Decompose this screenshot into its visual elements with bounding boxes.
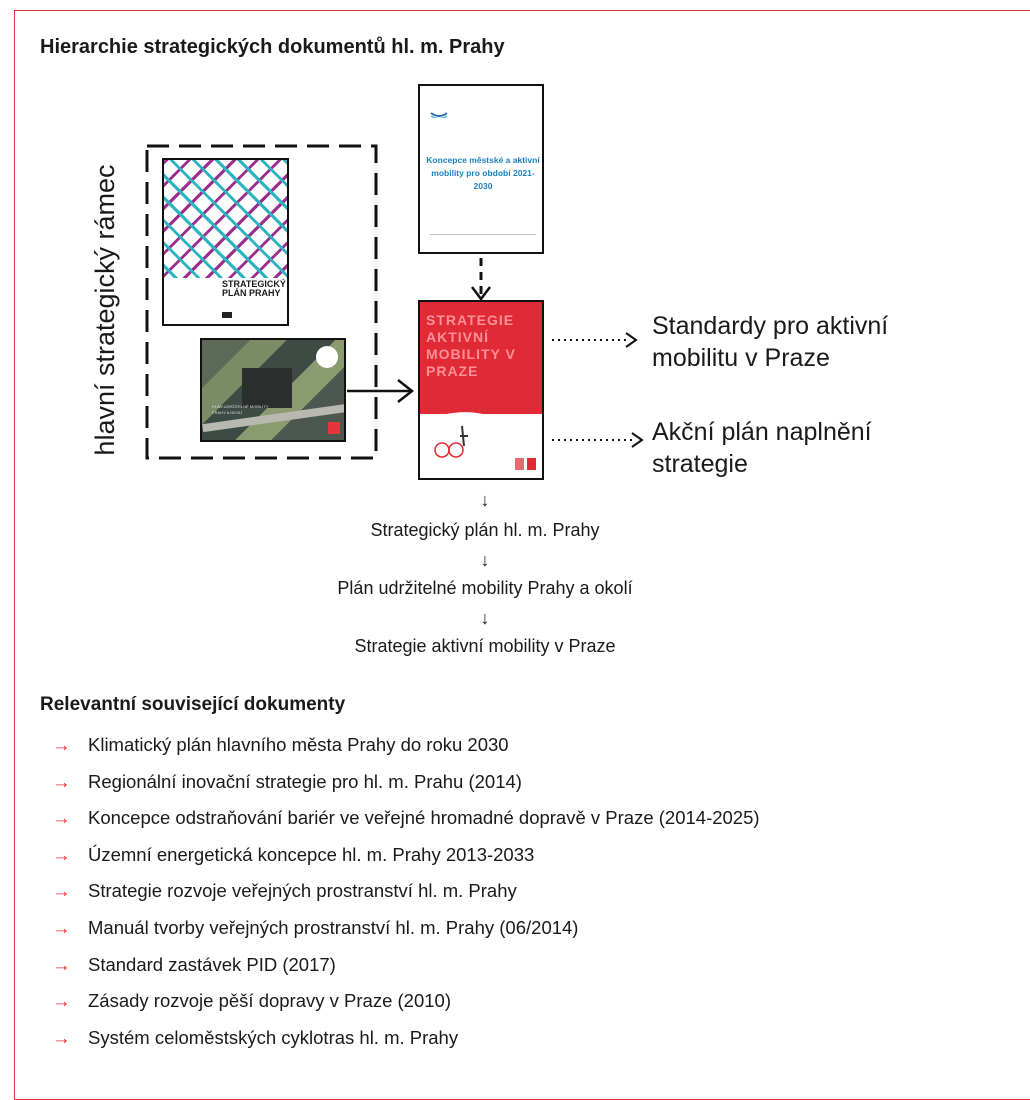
arrow-right-icon: → bbox=[52, 843, 71, 865]
list-item-label: Standard zastávek PID (2017) bbox=[88, 953, 336, 975]
pum-logo bbox=[316, 346, 338, 368]
arrow-right-icon: → bbox=[52, 807, 71, 829]
plan-udrzitelne-mobility-cover: PLÁN UDRŽITELNÉ MOBILITY PRAHY A OKOLÍ bbox=[200, 338, 346, 442]
diagram-connectors bbox=[145, 144, 644, 460]
page-title: Hierarchie strategických dokumentů hl. m… bbox=[40, 36, 505, 58]
related-documents-title: Relevantní související dokumenty bbox=[40, 694, 346, 715]
pum-cover-text: PLÁN UDRŽITELNÉ MOBILITY PRAHY A OKOLÍ bbox=[212, 404, 269, 415]
strategicky-plan-cover: STRATEGICKÝ PLÁN PRAHY bbox=[162, 158, 289, 326]
list-item: → Regionální inovační strategie pro hl. m… bbox=[52, 771, 760, 808]
arrow-right-icon: → bbox=[52, 880, 71, 902]
spp-pattern bbox=[164, 160, 287, 279]
hierarchy-item-3: Strategie aktivní mobility v Praze bbox=[354, 636, 616, 656]
list-item: → Standard zastávek PID (2017) bbox=[52, 954, 760, 991]
pedestrian-icon bbox=[460, 425, 468, 447]
list-item-label: Územní energetická koncepce hl. m. Prahy… bbox=[88, 843, 535, 865]
sam-cover-title: STRATEGIE AKTIVNÍ MOBILITY V PRAZE bbox=[426, 312, 516, 379]
spp-logo bbox=[222, 312, 232, 318]
sam-red-block bbox=[420, 302, 542, 414]
list-item-label: Strategie rozvoje veřejných prostranství… bbox=[88, 880, 517, 902]
framework-to-strategy-arrowhead bbox=[397, 379, 415, 403]
list-item-label: Systém celoměstských cyklotras hl. m. Pr… bbox=[88, 1026, 459, 1048]
arrow-right-icon: → bbox=[52, 990, 71, 1012]
list-item: → Koncepce odstraňování bariér ve veřejné… bbox=[52, 807, 760, 844]
kon-divider bbox=[430, 234, 536, 235]
spp-title-line1: STRATEGICKÝ bbox=[222, 279, 286, 289]
arrow-right-icon: → bbox=[52, 1026, 71, 1048]
list-item: → Manuál tvorby veřejných prostranství hl… bbox=[52, 917, 760, 954]
sam-logo-mark-2 bbox=[527, 458, 536, 470]
strategy-to-akcni-plan-arrowhead bbox=[631, 432, 644, 448]
sam-logo-mark-1 bbox=[515, 458, 524, 470]
strategie-aktivni-mobility-cover: STRATEGIE AKTIVNÍ MOBILITY V PRAZE bbox=[418, 300, 544, 480]
standardy-output: Standardy pro aktivní mobilitu v Praze bbox=[652, 312, 889, 372]
list-item: → Územní energetická koncepce hl. m. Prah… bbox=[52, 844, 760, 881]
koncepce-to-strategy-arrowhead bbox=[471, 286, 491, 302]
strategy-to-standardy-arrowhead bbox=[625, 332, 638, 348]
framework-box bbox=[145, 144, 378, 460]
pum-red-mark bbox=[328, 422, 340, 434]
sam-wave-graphic bbox=[420, 412, 542, 478]
koncepce-mobility-cover: Koncepce městské a aktivní mobility pro … bbox=[418, 84, 544, 254]
spp-title-line2: PLÁN PRAHY bbox=[222, 288, 281, 298]
arrow-right-icon: → bbox=[52, 734, 71, 755]
hierarchy-item-1: Strategický plán hl. m. Prahy bbox=[370, 520, 600, 540]
list-item: → Systém celoměstských cyklotras hl. m. P… bbox=[52, 1027, 760, 1064]
list-item: → Strategie rozvoje veřejných prostranstv… bbox=[52, 880, 760, 917]
related-documents-list: → Klimatický plán hlavního města Prahy do… bbox=[52, 734, 760, 1063]
list-item-label: Zásady rozvoje pěší dopravy v Praze (201… bbox=[88, 990, 451, 1012]
list-item: → Zásady rozvoje pěší dopravy v Praze (20… bbox=[52, 990, 760, 1027]
arrow-right-icon: → bbox=[52, 953, 71, 975]
pum-building bbox=[242, 368, 292, 408]
hierarchy-arrow-1: ↓ bbox=[480, 490, 490, 510]
list-item-label: Regionální inovační strategie pro hl. m.… bbox=[88, 770, 522, 792]
arrow-right-icon: → bbox=[52, 916, 71, 938]
hierarchy-item-2: Plán udržitelné mobility Prahy a okolí bbox=[337, 578, 633, 598]
hierarchy-arrow-2: ↓ bbox=[480, 550, 490, 570]
spp-cover-title: STRATEGICKÝ PLÁN PRAHY bbox=[222, 279, 287, 298]
kon-cover-title: Koncepce městské a aktivní mobility pro … bbox=[426, 155, 540, 191]
list-item: → Klimatický plán hlavního města Prahy do… bbox=[52, 734, 760, 771]
arrow-right-icon: → bbox=[52, 770, 71, 792]
list-item-label: Koncepce odstraňování bariér ve veřejné … bbox=[88, 807, 760, 829]
akcni-plan-output: Akční plán naplnění strategie bbox=[652, 418, 872, 478]
list-item-label: Manuál tvorby veřejných prostranství hl.… bbox=[88, 916, 579, 938]
list-item-label: Klimatický plán hlavního města Prahy do … bbox=[88, 734, 509, 755]
kon-logo-icon bbox=[430, 112, 448, 118]
hierarchy-arrow-3: ↓ bbox=[480, 608, 490, 628]
